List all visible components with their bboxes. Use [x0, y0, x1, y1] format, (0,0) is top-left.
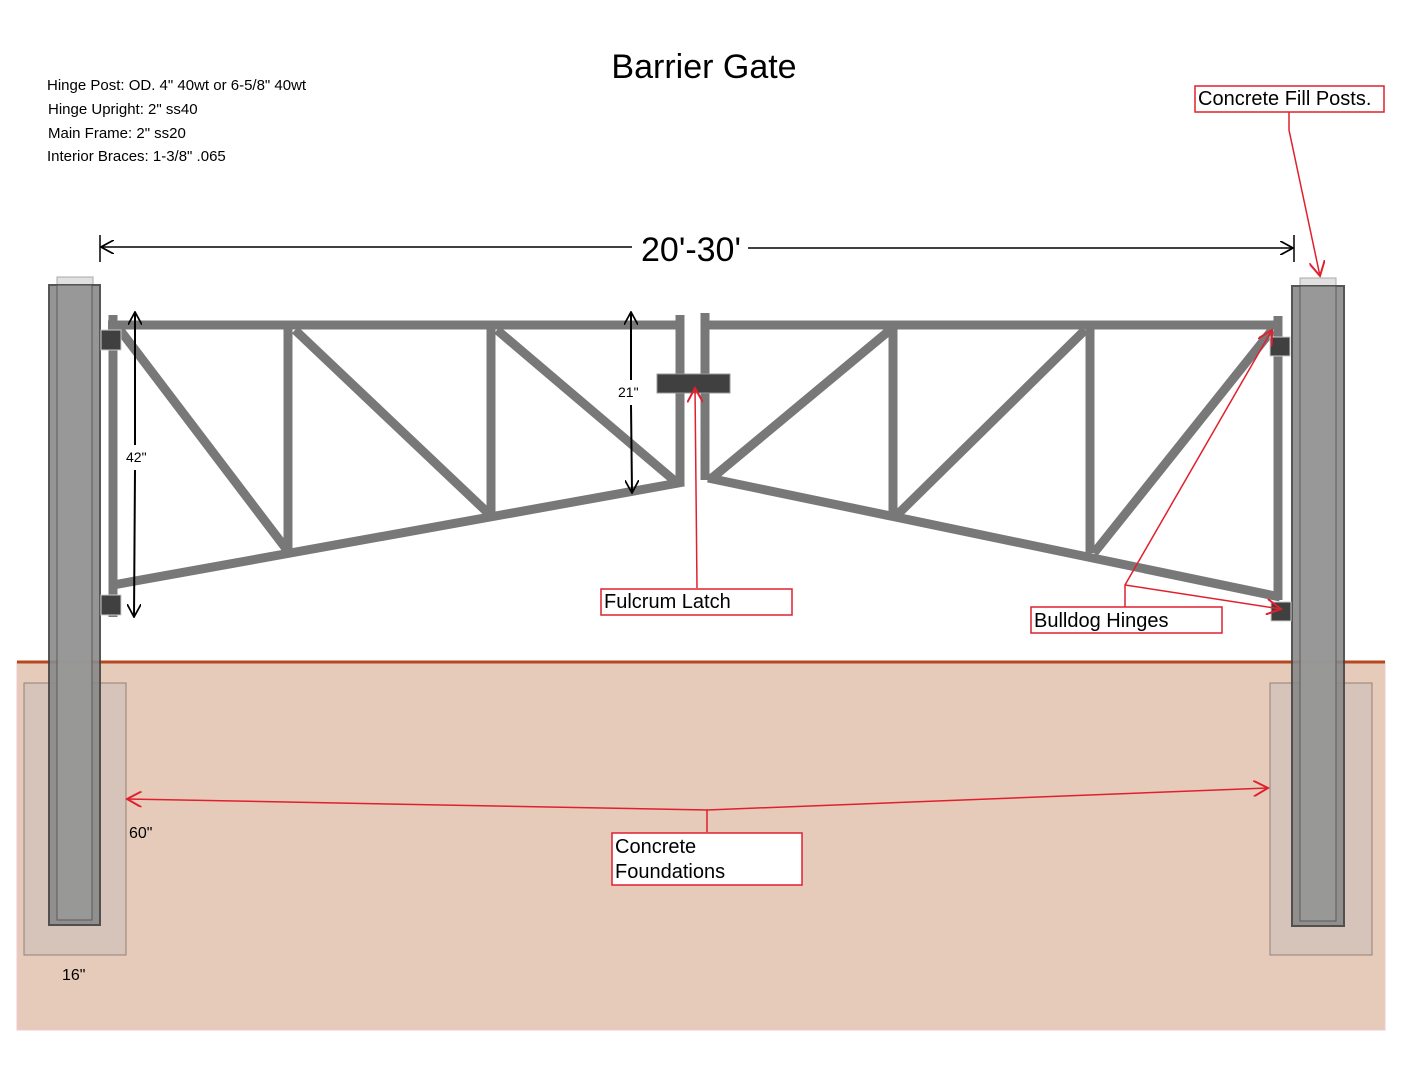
spec-hinge-upright: Hinge Upright: 2" ss40: [48, 101, 198, 118]
callout-fulcrum-latch: Fulcrum Latch: [604, 591, 731, 613]
fulcrum-latch: [656, 373, 731, 394]
foundation-depth-label: 60": [129, 825, 152, 842]
callout-concrete-fill-posts: Concrete Fill Posts.: [1198, 88, 1371, 110]
hinge-icon: [1269, 336, 1291, 357]
diagram-title: Barrier Gate: [611, 48, 796, 86]
hinge-icon: [1270, 601, 1292, 622]
callout-box-bulldog-hinges: [1030, 606, 1223, 634]
callout-concrete-foundations-line1: Concrete: [615, 836, 696, 858]
callout-concrete-foundations-line2: Foundations: [615, 861, 725, 883]
callout-box-foundations: [611, 832, 803, 886]
hinge-icon: [100, 594, 122, 616]
span-label: 20'-30': [641, 231, 741, 269]
spec-hinge-post: Hinge Post: OD. 4" 40wt or 6-5/8" 40wt: [47, 77, 307, 94]
callout-box-concrete-fill: [1194, 85, 1385, 113]
right-gate-leaf: [700, 313, 1283, 602]
hinge-icon: [100, 329, 122, 351]
center-height-label: 21": [618, 384, 639, 400]
left-gate-leaf: [108, 315, 685, 617]
spec-interior-braces: Interior Braces: 1-3/8" .065: [47, 148, 226, 165]
callout-box-fulcrum-latch: [600, 588, 793, 616]
gate-height-label: 42": [126, 449, 147, 465]
foundation-width-label: 16": [62, 967, 85, 984]
right-post: [1291, 277, 1345, 927]
spec-main-frame: Main Frame: 2" ss20: [48, 125, 186, 142]
left-post: [48, 276, 101, 926]
callout-bulldog-hinges: Bulldog Hinges: [1034, 610, 1169, 632]
